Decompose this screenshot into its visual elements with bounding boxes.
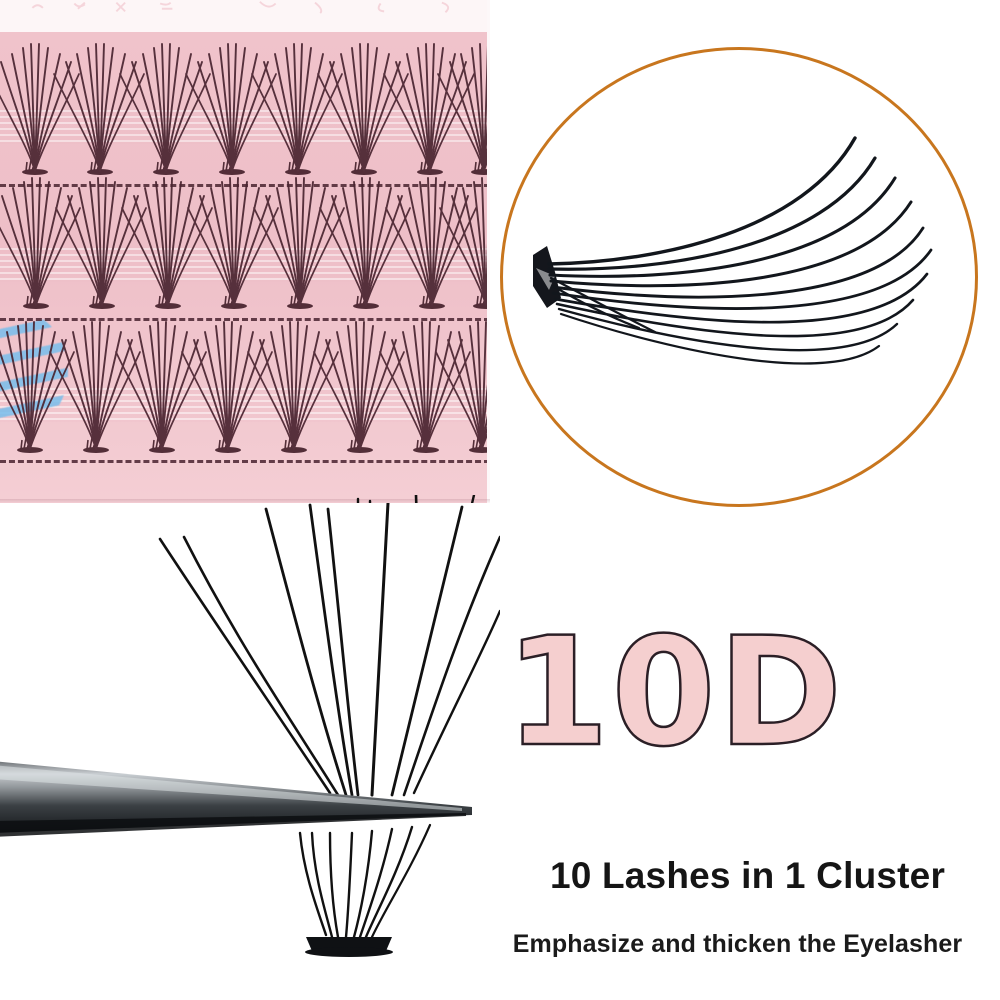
tray-dashed-separator-2 xyxy=(0,318,490,321)
tweezer-holding-cluster xyxy=(0,503,500,1000)
tagline-benefit: Emphasize and thicken the Eyelasher xyxy=(512,930,963,958)
closeup-lash-fan xyxy=(533,136,933,365)
tweezer-and-fan-svg xyxy=(0,503,500,957)
cluster-closeup-circle xyxy=(500,47,978,507)
page-title-10d: 10D xyxy=(504,606,845,780)
lash-tray-photo xyxy=(0,0,490,503)
tray-top-print-marks xyxy=(31,1,450,14)
tray-dashed-separator-1 xyxy=(0,184,490,187)
tray-right-edge xyxy=(487,0,490,503)
tray-bottom-shadow xyxy=(0,499,490,503)
tray-top-margin xyxy=(0,0,490,32)
subtitle-lashes-per-cluster: 10 Lashes in 1 Cluster xyxy=(549,855,946,896)
tray-lash-clusters xyxy=(0,43,490,454)
tray-dashed-separator-3 xyxy=(0,460,490,463)
